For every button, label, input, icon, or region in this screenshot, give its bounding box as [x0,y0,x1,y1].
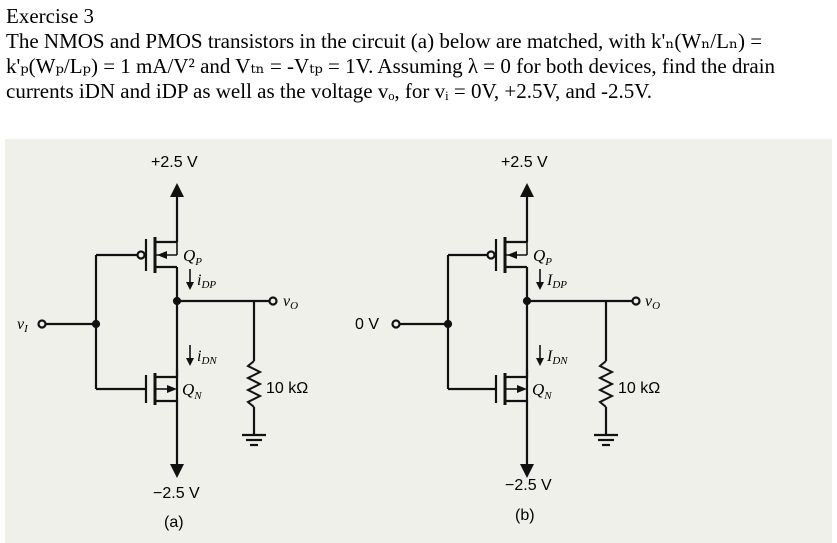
idn-label-a: iDN [197,348,217,367]
input-label-b: 0 V [355,316,379,333]
vss-arrow-icon [170,464,184,478]
idn-b-arrow-icon [536,358,544,366]
statement-line-3: currents iDN and iDP as well as the volt… [6,79,652,103]
idn-b-sub: DN [551,355,568,367]
qp-a-sub: P [194,256,202,268]
idp-arrow-icon [186,282,194,290]
idp-label-a: iDP [197,272,216,291]
caption-a: (a) [164,514,184,531]
qn-a-sub: N [193,390,202,402]
vi-label-a: vI [17,316,29,335]
problem-statement: Exercise 3 The NMOS and PMOS transistors… [6,4,831,104]
vi-a-main: v [17,316,25,333]
idp-b-main: I [546,272,553,289]
idn-a-sub: DN [200,355,217,367]
circuit-diagram: +2.5 V QP iDP iDN QN vI vO 10 kΩ −2.5 V … [17,154,660,531]
resistor-label-b: 10 kΩ [618,380,660,397]
qp-b-main: Q [533,246,545,265]
vdd-b-arrow-icon [520,183,534,197]
vdd-label-b: +2.5 V [501,154,548,171]
vo-a-sub: O [290,300,298,312]
vss-label-a: −2.5 V [153,485,200,502]
circuit-figure: +2.5 V QP iDP iDN QN vI vO 10 kΩ −2.5 V … [5,139,832,543]
idp-a-sub: DP [200,279,216,291]
caption-b: (b) [515,507,535,524]
idp-a-main: i [197,272,201,289]
qn-a-main: Q [182,380,194,399]
idp-b-sub: DP [551,279,567,291]
qp-label-b: QP [533,246,552,268]
statement-line-1: The NMOS and PMOS transistors in the cir… [6,29,763,53]
vo-label-b: vO [645,293,660,312]
idp-label-b: IDP [546,272,567,291]
idn-label-b: IDN [546,348,568,367]
idn-arrow-icon [186,358,194,366]
vo-b-sub: O [652,300,660,312]
resistor-label-a: 10 kΩ [266,380,308,397]
idn-b-main: I [546,348,553,365]
qn-label-b: QN [532,380,552,402]
qp-a-main: Q [183,246,195,265]
qp-label-a: QP [183,246,202,268]
qn-b-main: Q [532,380,544,399]
circuit-b [391,183,641,478]
idn-a-main: i [197,348,201,365]
qn-b-sub: N [543,390,552,402]
vo-b-main: v [645,293,653,310]
vss-b-arrow-icon [520,464,534,478]
vdd-arrow-icon [170,183,184,197]
vdd-label-a: +2.5 V [151,154,198,171]
statement-line-2: k'ₚ(Wₚ/Lₚ) = 1 mA/V² and Vₜₙ = -Vₜₚ = 1V… [6,54,776,78]
qn-label-a: QN [182,380,202,402]
idp-b-arrow-icon [536,282,544,290]
vo-a-main: v [283,293,291,310]
circuit-a [37,183,278,478]
vi-a-sub: I [23,323,29,335]
vss-label-b: −2.5 V [505,477,552,494]
vo-label-a: vO [283,293,298,312]
exercise-title: Exercise 3 [6,4,95,28]
qp-b-sub: P [544,256,552,268]
